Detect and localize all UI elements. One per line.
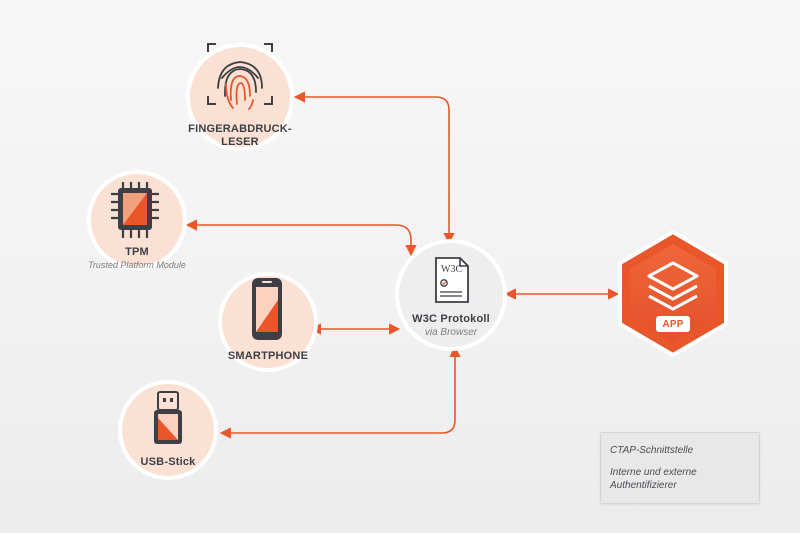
node-fingerprint [186, 43, 294, 151]
app-badge [656, 316, 690, 332]
app-badge-label: APP [662, 319, 684, 330]
chip-icon [111, 182, 159, 238]
legend-authenticators-line2: Authentifizierer [610, 480, 677, 491]
usb-label: USB-Stick [140, 456, 196, 468]
legend-authenticators-line1: Interne und externe [610, 467, 697, 478]
node-w3c-hub: W3C [395, 239, 507, 351]
fingerprint-icon [207, 43, 273, 105]
document-icon [435, 257, 469, 303]
smartphone-label: SMARTPHONE [227, 350, 309, 362]
connector-usb-hub [219, 345, 461, 439]
node-usb [118, 380, 218, 480]
connector-fingerprint-hub [293, 91, 455, 245]
app-node [618, 230, 728, 357]
node-tpm [87, 170, 187, 270]
smartphone-icon [252, 278, 282, 340]
tpm-sublabel: Trusted Platform Module [88, 260, 186, 270]
legend-box [600, 432, 760, 504]
legend-interface-label: CTAP-Schnittstelle [610, 445, 694, 456]
tpm-label: TPM [125, 246, 149, 258]
layers-icon [647, 261, 699, 311]
usb-stick-icon [154, 391, 182, 444]
fingerprint-label-line2: LESER [221, 136, 259, 148]
connector-tpm-hub [185, 219, 417, 257]
node-smartphone [218, 272, 318, 372]
fingerprint-label-line1: FINGERABDRUCK- [188, 123, 292, 135]
hub-sublabel: via Browser [424, 327, 478, 338]
hub-label: W3C Protokoll [412, 313, 490, 325]
doc-w3c-mark: W3C [441, 264, 462, 275]
